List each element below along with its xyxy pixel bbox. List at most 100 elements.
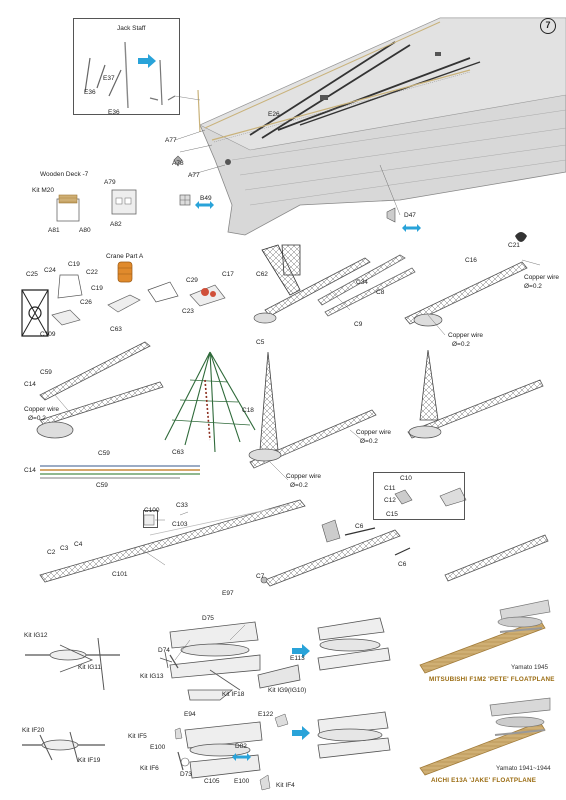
label-dia-5: Ø=0.2	[290, 482, 308, 489]
double-arrow-icon	[195, 201, 421, 761]
label-c22: C22	[86, 269, 98, 276]
label-copper-wire-2: Copper wire	[448, 332, 484, 339]
label-wooden-deck: Wooden Deck -7	[40, 171, 89, 178]
jack-staff-inset	[73, 18, 180, 115]
label-copper-wire-1: Copper wire	[524, 274, 560, 281]
label-e113: E113	[290, 655, 305, 662]
label-c8: C8	[376, 289, 385, 296]
label-c103: C103	[172, 521, 188, 528]
label-kit-if6: Kit IF6	[140, 765, 159, 772]
label-c5: C5	[256, 339, 265, 346]
label-e94: E94	[184, 711, 196, 718]
label-c25: C25	[26, 271, 38, 278]
label-c100: C100	[144, 507, 160, 514]
label-c101: C101	[112, 571, 128, 578]
label-c29: C29	[186, 277, 198, 284]
crane-boom-row1	[253, 244, 528, 327]
label-c62: C62	[256, 271, 268, 278]
label-e100-a: E100	[150, 744, 166, 751]
label-b49: B49	[200, 195, 212, 202]
label-c6-b: C6	[398, 561, 407, 568]
small-parts	[159, 651, 289, 791]
label-dia-3: Ø=0.2	[28, 415, 46, 422]
arrow-right-icon	[138, 54, 310, 740]
label-e36-a: E36	[84, 89, 96, 96]
label-c16: C16	[465, 257, 477, 264]
label-c18: C18	[242, 407, 254, 414]
label-year-pete: Yamato 1945	[511, 664, 548, 671]
label-c3: C3	[60, 545, 69, 552]
label-c14-a: C14	[24, 381, 36, 388]
label-c24: C24	[44, 267, 56, 274]
label-a82: A82	[110, 221, 122, 228]
label-c23: C23	[182, 308, 194, 315]
label-e36-b: E36	[108, 109, 120, 116]
label-c17: C17	[222, 271, 234, 278]
crane-detail-inset	[373, 472, 465, 520]
leader-lines	[54, 129, 541, 661]
label-dia-2: Ø=0.2	[452, 341, 470, 348]
label-c4: C4	[74, 541, 83, 548]
label-c59-a: C59	[40, 369, 52, 376]
page-number: 7	[540, 18, 556, 34]
label-e100-b: E100	[234, 778, 250, 785]
label-kit-m20: Kit M20	[32, 187, 55, 194]
label-d82: D82	[235, 743, 247, 750]
label-e37: E37	[103, 75, 115, 82]
label-jack-staff: Jack Staff	[117, 25, 146, 32]
label-copper-wire-5: Copper wire	[286, 473, 322, 480]
label-c109: C109	[40, 331, 56, 338]
label-kit-ig11: Kit IG11	[78, 664, 102, 671]
label-d47: D47	[404, 212, 416, 219]
completed-floatplanes	[419, 599, 551, 776]
wooden-deck-part	[56, 189, 137, 222]
label-a78: A78	[172, 160, 184, 167]
label-c21: C21	[508, 242, 520, 249]
caption-pete: MITSUBISHI F1M2 'PETE' FLOATPLANE	[429, 676, 555, 683]
crane-base-parts	[21, 261, 226, 337]
label-c7: C7	[256, 573, 265, 580]
label-a77-top: A77	[165, 137, 177, 144]
rail-parts	[40, 465, 200, 479]
crane-boom-row2	[36, 341, 544, 469]
label-c10: C10	[400, 475, 412, 482]
label-c19-b: C19	[91, 285, 103, 292]
label-dia-4: Ø=0.2	[360, 438, 378, 445]
label-copper-wire-4: Copper wire	[356, 429, 392, 436]
label-c19-a: C19	[68, 261, 80, 268]
catapult-row	[39, 487, 549, 587]
label-e122: E122	[258, 711, 274, 718]
label-c9: C9	[354, 321, 363, 328]
label-c15: C15	[386, 511, 398, 518]
label-kit-ig12: Kit IG12	[24, 632, 48, 639]
label-kit-if19: Kit IF19	[78, 757, 101, 764]
label-a80: A80	[79, 227, 91, 234]
label-kit-if20: Kit IF20	[22, 727, 45, 734]
label-c63-b: C63	[172, 449, 184, 456]
label-copper-wire-3: Copper wire	[24, 406, 60, 413]
floatplane-jake-parts	[22, 689, 391, 779]
fitting-parts	[173, 155, 527, 242]
label-a77-bot: A77	[188, 172, 200, 179]
label-a79: A79	[104, 179, 116, 186]
label-d74: D74	[158, 647, 170, 654]
label-c2: C2	[47, 549, 56, 556]
label-year-jake: Yamato 1941~1944	[496, 765, 551, 772]
label-kit-if5: Kit IF5	[128, 733, 147, 740]
label-d73: D73	[180, 771, 192, 778]
label-c14-b: C14	[24, 467, 36, 474]
label-c11: C11	[384, 485, 396, 492]
label-c26: C26	[80, 299, 92, 306]
label-kit-ig13: Kit IG13	[140, 673, 164, 680]
ship-bow-hull	[197, 17, 566, 236]
label-c59-b: C59	[98, 450, 110, 457]
label-kit-if4: Kit IF4	[276, 782, 295, 789]
label-crane-part: Crane Part A	[106, 253, 144, 260]
caption-jake: AICHI E13A 'JAKE' FLOATPLANE	[431, 777, 537, 784]
jack-staff-parts	[84, 41, 201, 109]
label-c33: C33	[176, 502, 188, 509]
label-kit-ig9: Kit IG9(IG10)	[268, 687, 307, 694]
floatplane-pete-parts	[25, 617, 391, 691]
